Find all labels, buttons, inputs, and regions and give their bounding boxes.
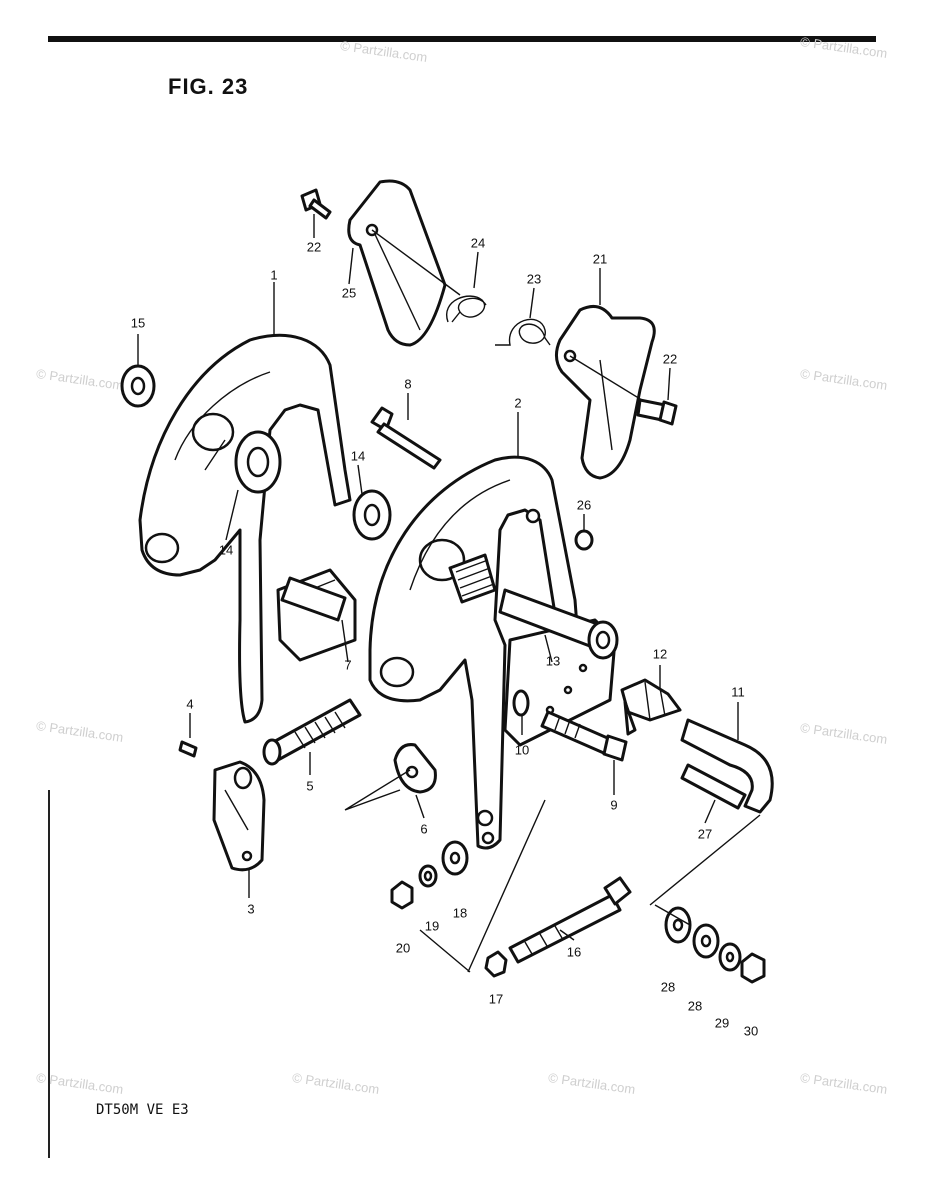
callout-1: 1 <box>270 267 278 283</box>
callout-27: 27 <box>697 826 713 842</box>
nut-30 <box>740 952 766 984</box>
callout-15: 15 <box>130 315 146 331</box>
figure-title: FIG. 23 <box>168 74 249 99</box>
thrust-washer-hole <box>363 503 381 527</box>
washer-28a <box>664 906 692 944</box>
callout-14-bushing: 14 <box>218 542 234 558</box>
leader-line <box>667 367 671 401</box>
bushing-port <box>234 430 282 494</box>
callout-30: 30 <box>743 1023 759 1039</box>
callout-20: 20 <box>395 940 411 956</box>
left-border-rule <box>48 790 50 1158</box>
nut-15 <box>120 364 156 408</box>
callout-22-right: 22 <box>662 351 678 367</box>
spring-24 <box>445 295 487 323</box>
leader-line <box>415 794 425 819</box>
bolt-22-top <box>300 188 332 220</box>
callout-16: 16 <box>566 944 582 960</box>
assembly-line <box>419 799 546 973</box>
washer-29 <box>718 942 742 972</box>
callout-21: 21 <box>592 251 608 267</box>
washer-19 <box>418 864 438 888</box>
nut-17 <box>484 950 508 978</box>
callout-6: 6 <box>420 821 428 837</box>
leader-line <box>559 929 575 941</box>
callout-28a: 28 <box>660 979 676 995</box>
leader-line <box>357 464 363 495</box>
callout-4: 4 <box>186 696 194 712</box>
clamp-bracket-port <box>138 333 357 724</box>
tilt-bolt <box>370 406 442 470</box>
leader-line <box>225 489 239 541</box>
leader-line <box>544 634 553 663</box>
callout-3: 3 <box>247 901 255 917</box>
stopper-3 <box>212 760 266 872</box>
callout-12: 12 <box>652 646 668 662</box>
callout-18: 18 <box>452 905 468 921</box>
callout-5: 5 <box>306 778 314 794</box>
clamp-bracket-starboard <box>368 455 617 850</box>
callout-2: 2 <box>514 395 522 411</box>
tilt-lever-25 <box>347 179 461 347</box>
bolt-16 <box>508 876 632 964</box>
nut-20 <box>390 880 414 910</box>
tilt-tube <box>280 576 619 660</box>
callout-11: 11 <box>731 684 745 700</box>
spring-23 <box>495 318 551 346</box>
leader-line <box>529 287 535 319</box>
top-border-rule <box>48 36 876 42</box>
pin-4 <box>178 740 198 758</box>
pipe-27 <box>680 763 747 810</box>
bolt-9 <box>540 710 628 762</box>
model-code: DT50M VE E3 <box>96 1102 189 1118</box>
callout-10: 10 <box>514 742 530 758</box>
cushion-6 <box>344 743 437 811</box>
washer-28b <box>692 923 720 959</box>
callout-17: 17 <box>488 991 504 1007</box>
threaded-tube-end <box>448 553 497 604</box>
hose-11 <box>680 718 774 814</box>
fitting-12 <box>620 678 682 736</box>
callout-9: 9 <box>610 797 618 813</box>
callout-26: 26 <box>576 497 592 513</box>
washer-18 <box>441 840 469 876</box>
callout-24: 24 <box>470 235 486 251</box>
nut-26 <box>574 529 594 551</box>
callout-29: 29 <box>714 1015 730 1031</box>
threaded-rod-5 <box>262 698 362 766</box>
collar-10 <box>512 689 530 717</box>
callout-23: 23 <box>526 271 542 287</box>
leader-line <box>348 247 354 285</box>
leader-line <box>473 251 479 289</box>
callout-8: 8 <box>404 376 412 392</box>
callout-13: 13 <box>545 653 561 669</box>
leader-line <box>341 619 349 663</box>
callout-7: 7 <box>344 657 352 673</box>
callout-14-washer: 14 <box>350 448 366 464</box>
assembly-line <box>649 814 761 926</box>
bolt-22-right <box>636 398 678 426</box>
callout-19: 19 <box>424 918 440 934</box>
callout-25: 25 <box>341 285 357 301</box>
callout-28b: 28 <box>687 998 703 1014</box>
leader-line <box>704 799 716 824</box>
callout-22-top: 22 <box>306 239 322 255</box>
tilt-lever-21 <box>555 304 656 480</box>
